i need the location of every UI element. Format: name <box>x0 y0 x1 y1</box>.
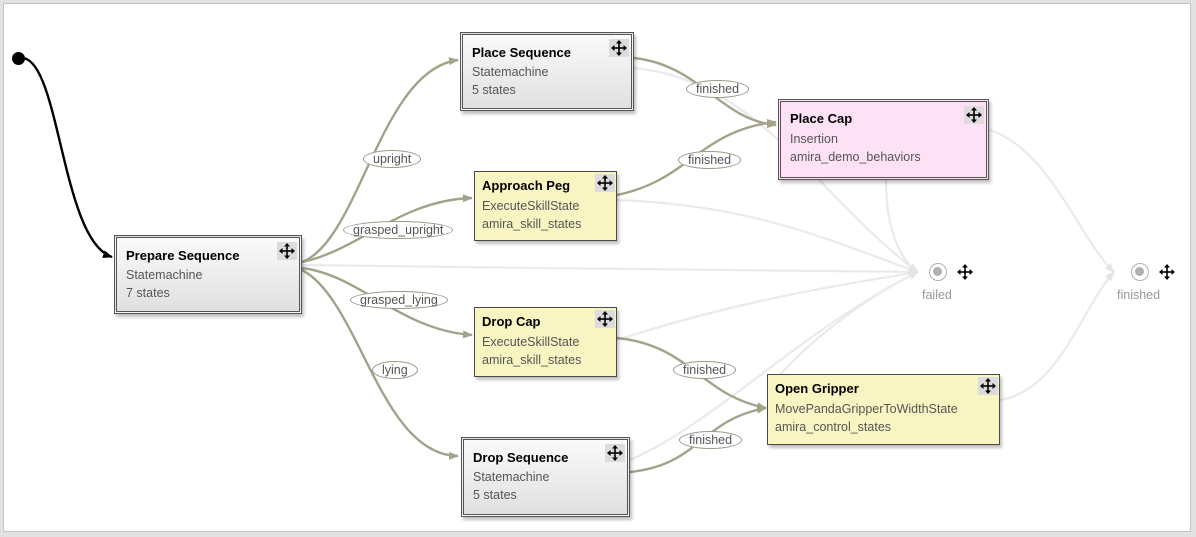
outcome-finished-label: finished <box>1117 288 1161 302</box>
edge-label-grasped-lying[interactable]: grasped_lying <box>350 291 448 309</box>
move-arrows-icon[interactable] <box>605 444 625 462</box>
state-detail: 5 states <box>473 488 517 502</box>
state-drop-cap[interactable]: Drop Cap ExecuteSkillState amira_skill_s… <box>474 307 617 377</box>
initial-state-dot-icon <box>12 52 25 65</box>
state-title: Place Sequence <box>472 45 571 60</box>
state-place-sequence[interactable]: Place Sequence Statemachine 5 states <box>460 32 634 111</box>
state-class: Statemachine <box>126 268 203 282</box>
edge-label-upright[interactable]: upright <box>363 150 422 168</box>
outcome-failed-label: failed <box>922 288 952 302</box>
state-title: Open Gripper <box>775 381 859 396</box>
move-arrows-icon[interactable] <box>595 174 615 192</box>
state-open-gripper[interactable]: Open Gripper MovePandaGripperToWidthStat… <box>767 374 1000 445</box>
radio-dot-icon[interactable] <box>1131 263 1149 281</box>
state-detail: amira_demo_behaviors <box>790 150 921 164</box>
edge-label-drop-cap-finished[interactable]: finished <box>673 361 737 379</box>
edge-label-drop-sequence-finished[interactable]: finished <box>679 431 743 449</box>
edge-label-lying[interactable]: lying <box>372 361 418 379</box>
move-arrows-icon[interactable] <box>595 310 615 328</box>
state-detail: amira_skill_states <box>482 217 582 231</box>
state-detail: 7 states <box>126 286 170 300</box>
state-class: ExecuteSkillState <box>482 335 580 349</box>
state-title: Prepare Sequence <box>126 248 240 263</box>
state-detail: amira_control_states <box>775 420 892 434</box>
state-detail: 5 states <box>472 83 516 97</box>
state-detail: amira_skill_states <box>482 353 582 367</box>
move-arrows-icon[interactable] <box>609 39 629 57</box>
state-approach-peg[interactable]: Approach Peg ExecuteSkillState amira_ski… <box>474 171 617 241</box>
edge-label-grasped-upright[interactable]: grasped_upright <box>343 221 454 239</box>
move-arrows-icon[interactable] <box>964 106 984 124</box>
state-title: Drop Sequence <box>473 450 569 465</box>
move-arrows-icon[interactable] <box>1157 263 1177 281</box>
state-drop-sequence[interactable]: Drop Sequence Statemachine 5 states <box>461 437 630 517</box>
state-title: Drop Cap <box>482 314 541 329</box>
move-arrows-icon[interactable] <box>277 242 297 260</box>
radio-dot-icon[interactable] <box>929 263 947 281</box>
move-arrows-icon[interactable] <box>978 377 998 395</box>
edge-label-place-sequence-finished[interactable]: finished <box>686 80 750 98</box>
state-title: Approach Peg <box>482 178 571 193</box>
state-class: Statemachine <box>472 65 549 79</box>
state-class: MovePandaGripperToWidthState <box>775 402 958 416</box>
state-place-cap[interactable]: Place Cap Insertion amira_demo_behaviors <box>778 99 989 180</box>
move-arrows-icon[interactable] <box>955 263 975 281</box>
state-class: ExecuteSkillState <box>482 199 580 213</box>
state-class: Insertion <box>790 132 838 146</box>
state-prepare-sequence[interactable]: Prepare Sequence Statemachine 7 states <box>114 235 302 314</box>
edge-label-approach-finished[interactable]: finished <box>678 151 742 169</box>
state-class: Statemachine <box>473 470 550 484</box>
state-title: Place Cap <box>790 111 853 126</box>
